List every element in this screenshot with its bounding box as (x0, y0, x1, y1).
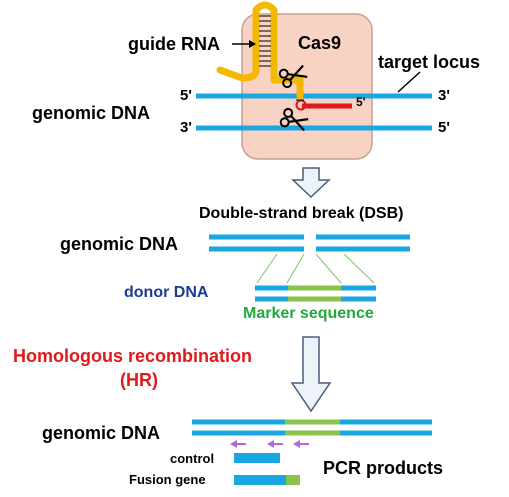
label-3prime-bottom-left: 3' (180, 119, 192, 136)
label-cas9: Cas9 (298, 33, 342, 53)
donor-dna (255, 285, 376, 302)
label-genomic-dna-1: genomic DNA (32, 103, 151, 123)
pcr-product-control (234, 453, 280, 463)
process-arrow-1 (291, 167, 331, 199)
label-5prime-cut: 5' (356, 95, 366, 109)
scissors-icon (278, 64, 308, 89)
pcr-product-fusion (234, 475, 286, 485)
label-hr-line1: Homologous recombination (13, 346, 253, 366)
scissors-icon (279, 107, 309, 132)
label-5prime-bottom-right: 5' (438, 119, 450, 136)
label-5prime-top-left: 5' (180, 87, 192, 104)
label-genomic-dna-3: genomic DNA (42, 423, 161, 443)
pcr-product-fusion-marker (286, 475, 300, 485)
primer-arrows (230, 440, 309, 448)
process-arrow-2 (290, 336, 332, 413)
label-dsb: Double-strand break (DSB) (199, 205, 404, 222)
label-marker-sequence: Marker sequence (243, 305, 374, 322)
label-target-locus: target locus (378, 52, 481, 72)
label-fusion-gene: Fusion gene (129, 472, 206, 487)
recombined-genomic-dna (192, 419, 432, 436)
label-3prime-top-right: 3' (438, 87, 450, 104)
label-control: control (170, 451, 215, 466)
target-locus-pointer (397, 71, 421, 93)
label-genomic-dna-2: genomic DNA (60, 234, 179, 254)
label-guide-rna: guide RNA (128, 34, 220, 54)
guide-rna (216, 1, 304, 101)
label-pcr-products: PCR products (323, 458, 444, 478)
guide-rna-pointer (232, 40, 256, 48)
homology-lines (256, 253, 375, 284)
label-hr-line2: (HR) (120, 370, 158, 390)
dsb-genomic-dna (209, 234, 410, 252)
label-donor-dna: donor DNA (124, 284, 209, 301)
